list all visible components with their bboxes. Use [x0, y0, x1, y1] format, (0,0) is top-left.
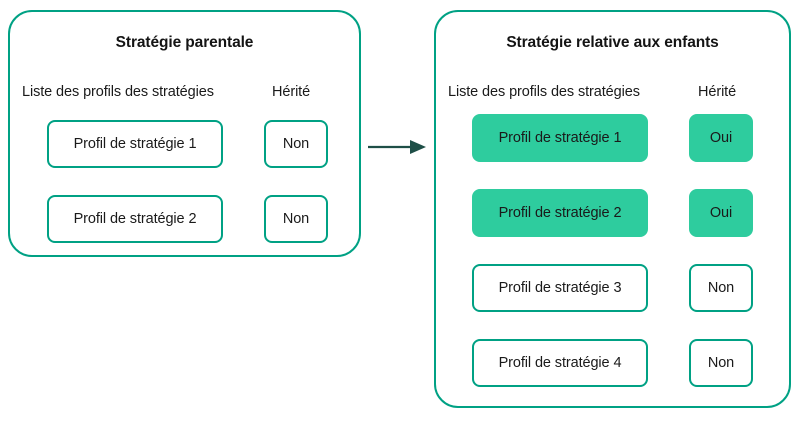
column-header-profiles: Liste des profils des stratégies [22, 84, 214, 100]
table-row: Profil de stratégie 2 Oui [436, 189, 789, 237]
table-row: Profil de stratégie 2 Non [10, 195, 359, 243]
inherited-badge[interactable]: Non [689, 339, 753, 387]
inherited-badge[interactable]: Non [689, 264, 753, 312]
inherited-badge[interactable]: Oui [689, 189, 753, 237]
column-header-inherited: Hérité [698, 84, 737, 100]
table-row: Profil de stratégie 1 Oui [436, 114, 789, 162]
profile-box[interactable]: Profil de stratégie 3 [472, 264, 648, 312]
child-column-headers: Liste des profils des stratégies Hérité [436, 84, 789, 106]
inherited-badge[interactable]: Oui [689, 114, 753, 162]
profile-box[interactable]: Profil de stratégie 4 [472, 339, 648, 387]
column-header-profiles: Liste des profils des stratégies [448, 84, 640, 100]
parent-policy-panel: Stratégie parentale Liste des profils de… [8, 10, 361, 257]
parent-panel-title: Stratégie parentale [115, 34, 254, 51]
inherited-badge[interactable]: Non [264, 120, 328, 168]
inherited-badge[interactable]: Non [264, 195, 328, 243]
parent-column-headers: Liste des profils des stratégies Hérité [10, 84, 359, 106]
table-row: Profil de stratégie 4 Non [436, 339, 789, 387]
profile-box[interactable]: Profil de stratégie 2 [47, 195, 223, 243]
table-row: Profil de stratégie 1 Non [10, 120, 359, 168]
child-policy-panel: Stratégie relative aux enfants Liste des… [434, 10, 791, 408]
column-header-inherited: Hérité [272, 84, 311, 100]
profile-box[interactable]: Profil de stratégie 1 [472, 114, 648, 162]
profile-box[interactable]: Profil de stratégie 1 [47, 120, 223, 168]
table-row: Profil de stratégie 3 Non [436, 264, 789, 312]
profile-box[interactable]: Profil de stratégie 2 [472, 189, 648, 237]
arrow-right-icon [368, 140, 426, 154]
child-panel-title: Stratégie relative aux enfants [506, 34, 719, 51]
